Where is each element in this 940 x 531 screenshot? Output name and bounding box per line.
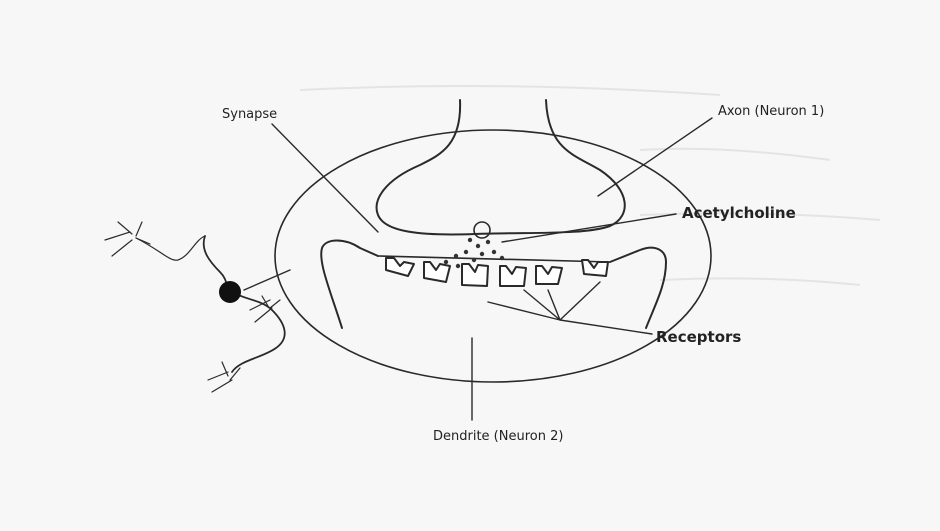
dendrite-label: Dendrite (Neuron 2) [433,429,563,444]
vesicle [474,222,490,238]
synapse-leader [272,124,378,232]
acetylcholine-molecule [464,250,468,254]
acetylcholine-molecule [500,256,504,260]
acetylcholine-label: Acetylcholine [682,204,796,222]
dendrite-left-wall [321,241,378,329]
acetylcholine-molecule [444,260,448,264]
receptors-label: Receptors [656,328,741,346]
cell-body [219,281,241,303]
axon-terminal [377,100,625,234]
acetylcholine-molecules [444,238,504,268]
synapse-label: Synapse [222,107,277,122]
neuron-illustration [105,222,290,392]
dendrite-right-wall [610,248,666,328]
receptor [536,266,562,284]
acetylcholine-molecule [472,258,476,262]
axon-leader [598,118,712,196]
acetylcholine-molecule [476,244,480,248]
postsynaptic-membrane [378,256,610,262]
receptors-leader [488,282,652,334]
receptor [500,266,526,286]
acetylcholine-molecule [454,254,458,258]
receptor [386,258,414,276]
acetylcholine-molecule [468,238,472,242]
receptor [462,264,488,286]
leader-lines [272,118,712,420]
magnification-circle [275,130,711,382]
receptors-group [386,258,608,286]
neuron-connector-line [244,270,290,290]
acetylcholine-molecule [480,252,484,256]
acetylcholine-molecule [486,240,490,244]
acetylcholine-molecule [492,250,496,254]
acetylcholine-leader [502,214,676,242]
axon-label: Axon (Neuron 1) [718,104,824,119]
receptor [424,262,450,282]
acetylcholine-molecule [456,264,460,268]
